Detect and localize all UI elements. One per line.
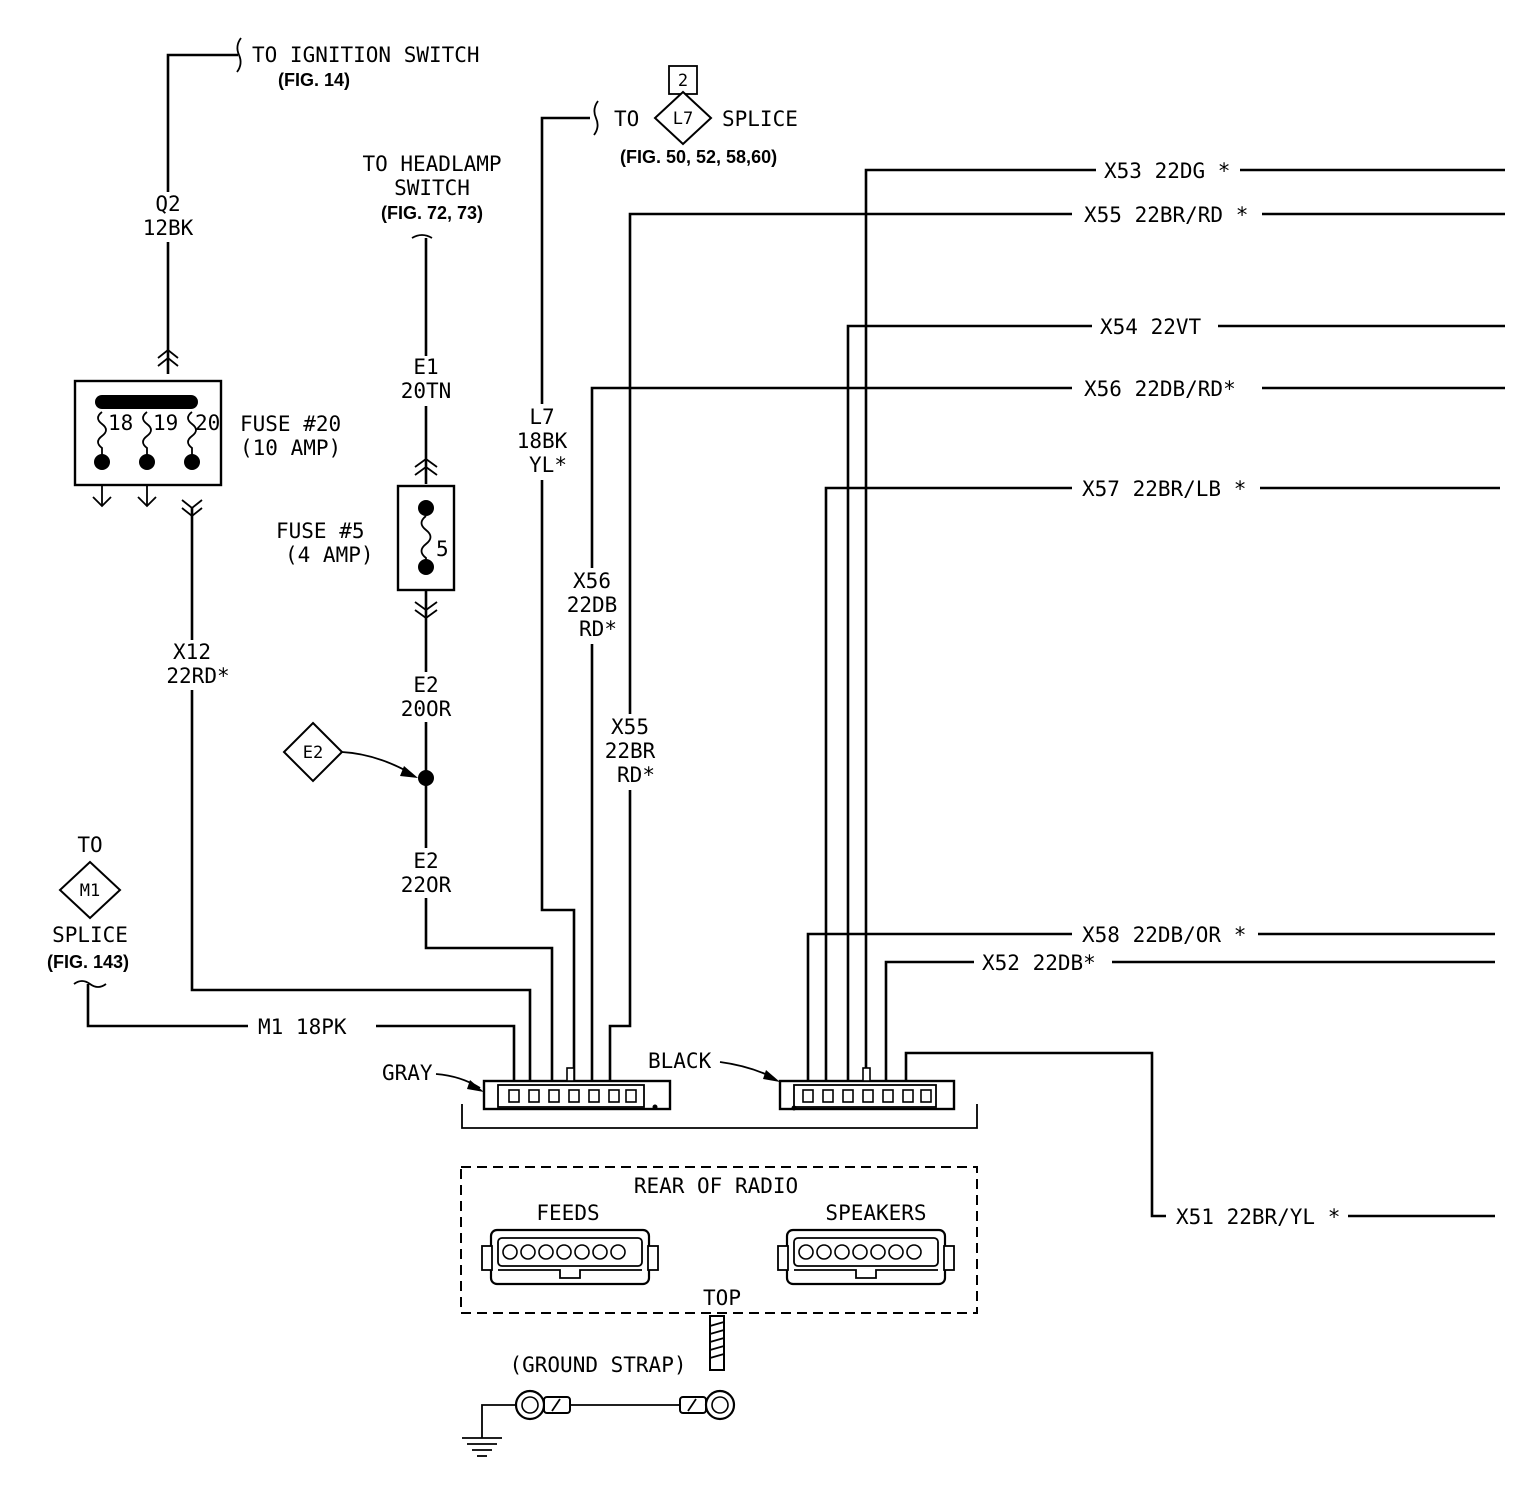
e2-marker-label: E2 (303, 743, 323, 763)
headlamp-switch-feed: TO HEADLAMP SWITCH (FIG. 72, 73) E1 20TN (362, 152, 502, 484)
ground-stud (709, 1315, 725, 1371)
fuse-20-rating: (10 AMP) (240, 436, 341, 460)
fuse-5-block: 5 FUSE #5 (4 AMP) (276, 484, 456, 620)
m1-to-label: TO (77, 833, 102, 857)
x58-wire: X58 22DB/OR * (806, 923, 1495, 1085)
fuse-terminal-18: 18 (108, 411, 133, 435)
headlamp-fig-ref: (FIG. 72, 73) (381, 203, 483, 223)
rear-of-radio-title: REAR OF RADIO (634, 1174, 798, 1198)
ignition-switch-fig-ref: (FIG. 14) (278, 70, 350, 90)
q2-gauge-label: 12BK (143, 216, 194, 240)
rear-of-radio-panel: REAR OF RADIO FEEDS SPEAKERS (460, 1166, 978, 1314)
x58-wire-label: X58 22DB/OR * (1082, 923, 1246, 947)
e2-circuit-label-upper: E2 (413, 673, 438, 697)
ignition-switch-label: TO IGNITION SWITCH (252, 43, 480, 67)
x12-circuit-label: X12 (173, 640, 211, 664)
feeds-label: FEEDS (536, 1201, 599, 1225)
x55-vertical-wire: X55 22BR/RD * X55 22BR RD* (596, 203, 1505, 1085)
top-label: TOP (703, 1286, 741, 1310)
speakers-connector (777, 1228, 955, 1286)
x55-gauge-label: 22BR (605, 739, 656, 763)
e1-circuit-label: E1 (413, 355, 438, 379)
x12-wire: X12 22RD* (160, 508, 532, 1085)
x53-wire: X53 22DG * (864, 159, 1505, 1068)
feeds-connector (481, 1228, 659, 1286)
m1-splice-feed: TO M1 SPLICE (FIG. 143) M1 18PK (47, 833, 516, 1085)
l7-splice-label: SPLICE (722, 107, 798, 131)
x51-wire-label: X51 22BR/YL * (1176, 1205, 1340, 1229)
l7-circuit-label: L7 (529, 405, 554, 429)
black-connector-pins (802, 1089, 932, 1103)
l7-fig-ref: (FIG. 50, 52, 58,60) (620, 147, 777, 167)
fuse-5-title: FUSE #5 (276, 519, 365, 543)
l7-badge: 2 (678, 71, 688, 91)
q2-circuit-label: Q2 (155, 192, 180, 216)
black-connector: BLACK (648, 1049, 956, 1111)
l7-tracer-label: YL* (529, 453, 567, 477)
x51-wire: X51 22BR/YL * (904, 1051, 1495, 1229)
x56-wire-label: X56 22DB/RD* (1084, 377, 1236, 401)
fuse-terminal-20: 20 (195, 411, 220, 435)
black-connector-label: BLACK (648, 1049, 712, 1073)
m1-splice-label: SPLICE (52, 923, 128, 947)
gray-connector-label: GRAY (382, 1061, 433, 1085)
e2-gauge-label-upper: 20OR (401, 697, 452, 721)
m1-wire-label: M1 18PK (258, 1015, 347, 1039)
x56-tracer-label: RD* (579, 617, 617, 641)
e1-gauge-label: 20TN (401, 379, 452, 403)
l7-connector-id: L7 (673, 109, 693, 129)
x55-wire-label: X55 22BR/RD * (1084, 203, 1248, 227)
x57-wire: X57 22BR/LB * (824, 477, 1500, 1085)
x55-tracer-label: RD* (617, 763, 655, 787)
ignition-switch-feed: TO IGNITION SWITCH (FIG. 14) Q2 12BK (140, 37, 480, 374)
x56-gauge-label: 22DB (567, 593, 618, 617)
fuse-20-block: 18 19 20 FUSE #20 (10 AMP) (73, 379, 341, 518)
x54-wire-label: X54 22VT (1100, 315, 1202, 339)
x57-wire-label: X57 22BR/LB * (1082, 477, 1246, 501)
m1-fig-ref: (FIG. 143) (47, 952, 129, 972)
ground-strap-label: (GROUND STRAP) (509, 1353, 686, 1377)
x56-circuit-label: X56 (573, 569, 611, 593)
fuse-5-rating: (4 AMP) (285, 543, 374, 567)
x52-wire: X52 22DB* (884, 951, 1495, 1085)
l7-to-label: TO (614, 107, 639, 131)
l7-gauge-label: 18BK (517, 429, 568, 453)
e2-circuit-label-lower: E2 (413, 849, 438, 873)
headlamp-label-line2: SWITCH (394, 176, 470, 200)
connector-bracket (461, 1104, 978, 1129)
fuse-terminal-19: 19 (153, 411, 178, 435)
e2-gauge-label-lower: 22OR (401, 873, 452, 897)
ground-strap: (GROUND STRAP) (462, 1315, 736, 1457)
x52-wire-label: X52 22DB* (982, 951, 1096, 975)
e2-marker: E2 (282, 721, 418, 783)
l7-splice-feed: TO 2 L7 SPLICE (FIG. 50, 52, 58,60) L7 1… (508, 65, 798, 1085)
fuse-20-title: FUSE #20 (240, 412, 341, 436)
speakers-label: SPEAKERS (825, 1201, 926, 1225)
x55-circuit-label: X55 (611, 715, 649, 739)
x54-wire: X54 22VT (846, 315, 1505, 1085)
ground-symbol-icon (462, 1437, 502, 1457)
gray-connector-pins (508, 1089, 637, 1103)
e2-wire: E2 20OR E2 22OR (394, 590, 554, 1085)
x53-wire-label: X53 22DG * (1104, 159, 1230, 183)
x12-gauge-label: 22RD* (166, 664, 229, 688)
gray-connector: GRAY (382, 1061, 672, 1111)
fuse-5-number: 5 (436, 537, 449, 561)
x56-vertical-wire: X56 22DB/RD* X56 22DB RD* (558, 377, 1505, 1085)
m1-connector-id: M1 (80, 881, 100, 901)
headlamp-label-line1: TO HEADLAMP (362, 152, 501, 176)
